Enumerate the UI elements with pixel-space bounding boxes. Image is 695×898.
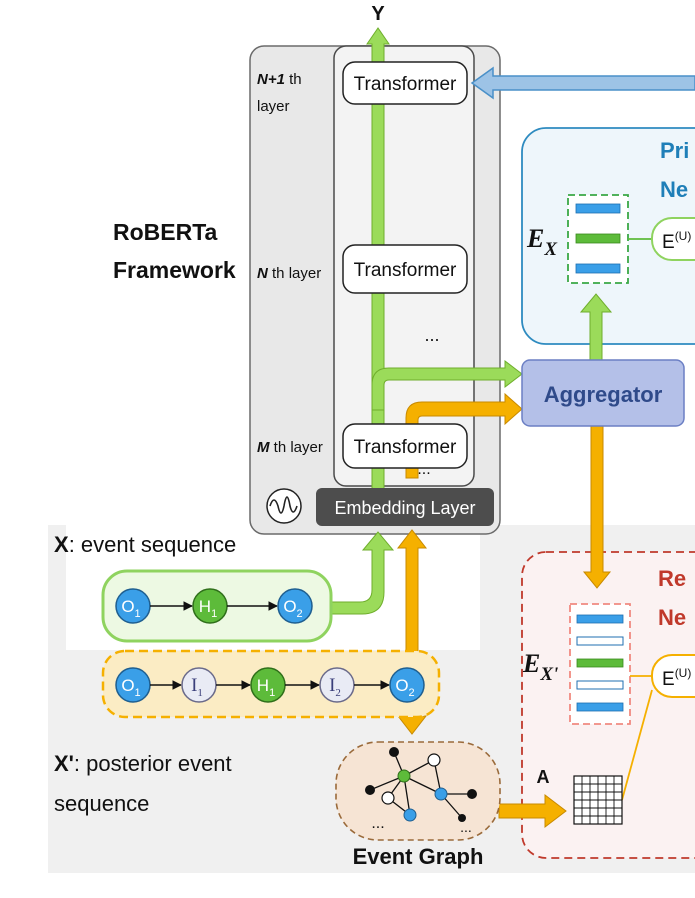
- eu-prior-box: [651, 217, 695, 261]
- blue-arrow-to-top-transformer: [470, 66, 695, 100]
- orange-arrow-up-from-xprime: [396, 529, 428, 653]
- prior-network-title-1: Pri: [660, 138, 689, 163]
- graph-ellipsis-right: ...: [460, 819, 472, 835]
- graph-node: [397, 769, 411, 783]
- graph-node: [365, 785, 375, 795]
- exp-bar-3: [576, 658, 624, 668]
- graph-node: [467, 789, 477, 799]
- adjacency-matrix: [573, 775, 623, 825]
- xprime-sequence-nodes: O1 I1 H1 I2 O2: [115, 667, 425, 703]
- graph-node: [403, 808, 417, 822]
- eu-recog-box: [651, 654, 695, 698]
- exp-bar-5: [576, 702, 624, 712]
- x-seq-node-label: O2: [283, 597, 302, 620]
- xprime-label-line2: sequence: [54, 791, 149, 816]
- embedding-layer-label: Embedding Layer: [334, 498, 475, 518]
- aggregator-label: Aggregator: [544, 382, 663, 407]
- output-y-label: Y: [371, 3, 385, 25]
- xprime-seq-node-o2: [389, 667, 425, 703]
- green-arrow-to-aggregator: [371, 359, 523, 411]
- graph-edge: [403, 775, 442, 795]
- x-sequence-nodes: O1 H1 O2: [115, 588, 313, 624]
- graph-node: [434, 787, 448, 801]
- xprime-seq-node-label: O2: [395, 676, 414, 699]
- exp-bar-2: [576, 636, 624, 646]
- recognition-network-title-2: Ne: [658, 605, 686, 630]
- exp-bar-4: [576, 680, 624, 690]
- roberta-framework-title-1: RoBERTa: [113, 219, 218, 245]
- adjacency-label: A: [537, 767, 550, 787]
- layer-label-n-plus-1: N+1 th: [257, 71, 302, 88]
- waveform-icon-wave: [269, 496, 298, 514]
- graph-node: [458, 814, 466, 822]
- xprime-seq-node-label: H1: [257, 676, 275, 699]
- roberta-framework-title-2: Framework: [113, 257, 236, 283]
- green-arrow-to-ex: [579, 293, 613, 361]
- ex-bar-3: [575, 263, 621, 274]
- graph-node: [427, 753, 441, 767]
- x-seq-node-label: H1: [199, 597, 217, 620]
- xprime-seq-node-label: I1: [191, 675, 203, 699]
- layer-label-n-plus-1-line2: layer: [257, 98, 290, 115]
- xprime-seq-node-label: I2: [329, 675, 341, 699]
- transformer-block-n: [342, 244, 468, 294]
- x-seq-node-o2: [277, 588, 313, 624]
- x-sequence-label: X: event sequence: [54, 532, 236, 557]
- aggregator-block: [521, 359, 685, 427]
- exp-label: EX': [522, 649, 558, 685]
- event-graph: ... ...: [365, 747, 477, 835]
- transformer-label-n-plus-1: Transformer: [354, 74, 457, 95]
- layer-label-m: M th layer: [257, 439, 323, 456]
- x-seq-node-label: O1: [121, 597, 140, 620]
- recognition-network-title-1: Re: [658, 566, 686, 591]
- transformer-label-n: Transformer: [354, 260, 457, 281]
- transformer-block-n-plus-1: [342, 61, 468, 105]
- graph-node: [389, 747, 399, 757]
- ex-label: EX: [526, 224, 558, 260]
- xprime-label-line1: X': posterior event: [54, 751, 232, 776]
- orange-arrow-graph-to-adjacency: [498, 793, 567, 829]
- layer-label-n: N th layer: [257, 265, 321, 282]
- embedding-layer-block: [316, 488, 494, 526]
- graph-ellipsis-left: ...: [371, 815, 384, 832]
- event-graph-label: Event Graph: [353, 844, 484, 869]
- orange-arrow-to-aggregator: [405, 392, 523, 479]
- layers-ellipsis-upper: ...: [424, 325, 439, 345]
- transformer-block-m: [342, 423, 468, 469]
- adjacency-connector: [621, 689, 653, 801]
- green-arrow-from-x: [331, 531, 395, 615]
- eu-prior-label: E(U): [662, 229, 691, 253]
- graph-node: [381, 791, 395, 805]
- prior-network-title-2: Ne: [660, 177, 688, 202]
- xprime-seq-node-label: O1: [121, 676, 140, 699]
- layers-ellipsis-lower: ...: [417, 461, 430, 478]
- orange-arrow-aggregator-down: [582, 425, 612, 589]
- transformer-label-m: Transformer: [354, 437, 457, 458]
- ex-bar-1: [575, 203, 621, 214]
- graph-edge: [403, 775, 411, 816]
- exp-bar-1: [576, 614, 624, 624]
- eu-recog-label: E(U): [662, 666, 691, 690]
- ex-bar-2: [575, 233, 621, 244]
